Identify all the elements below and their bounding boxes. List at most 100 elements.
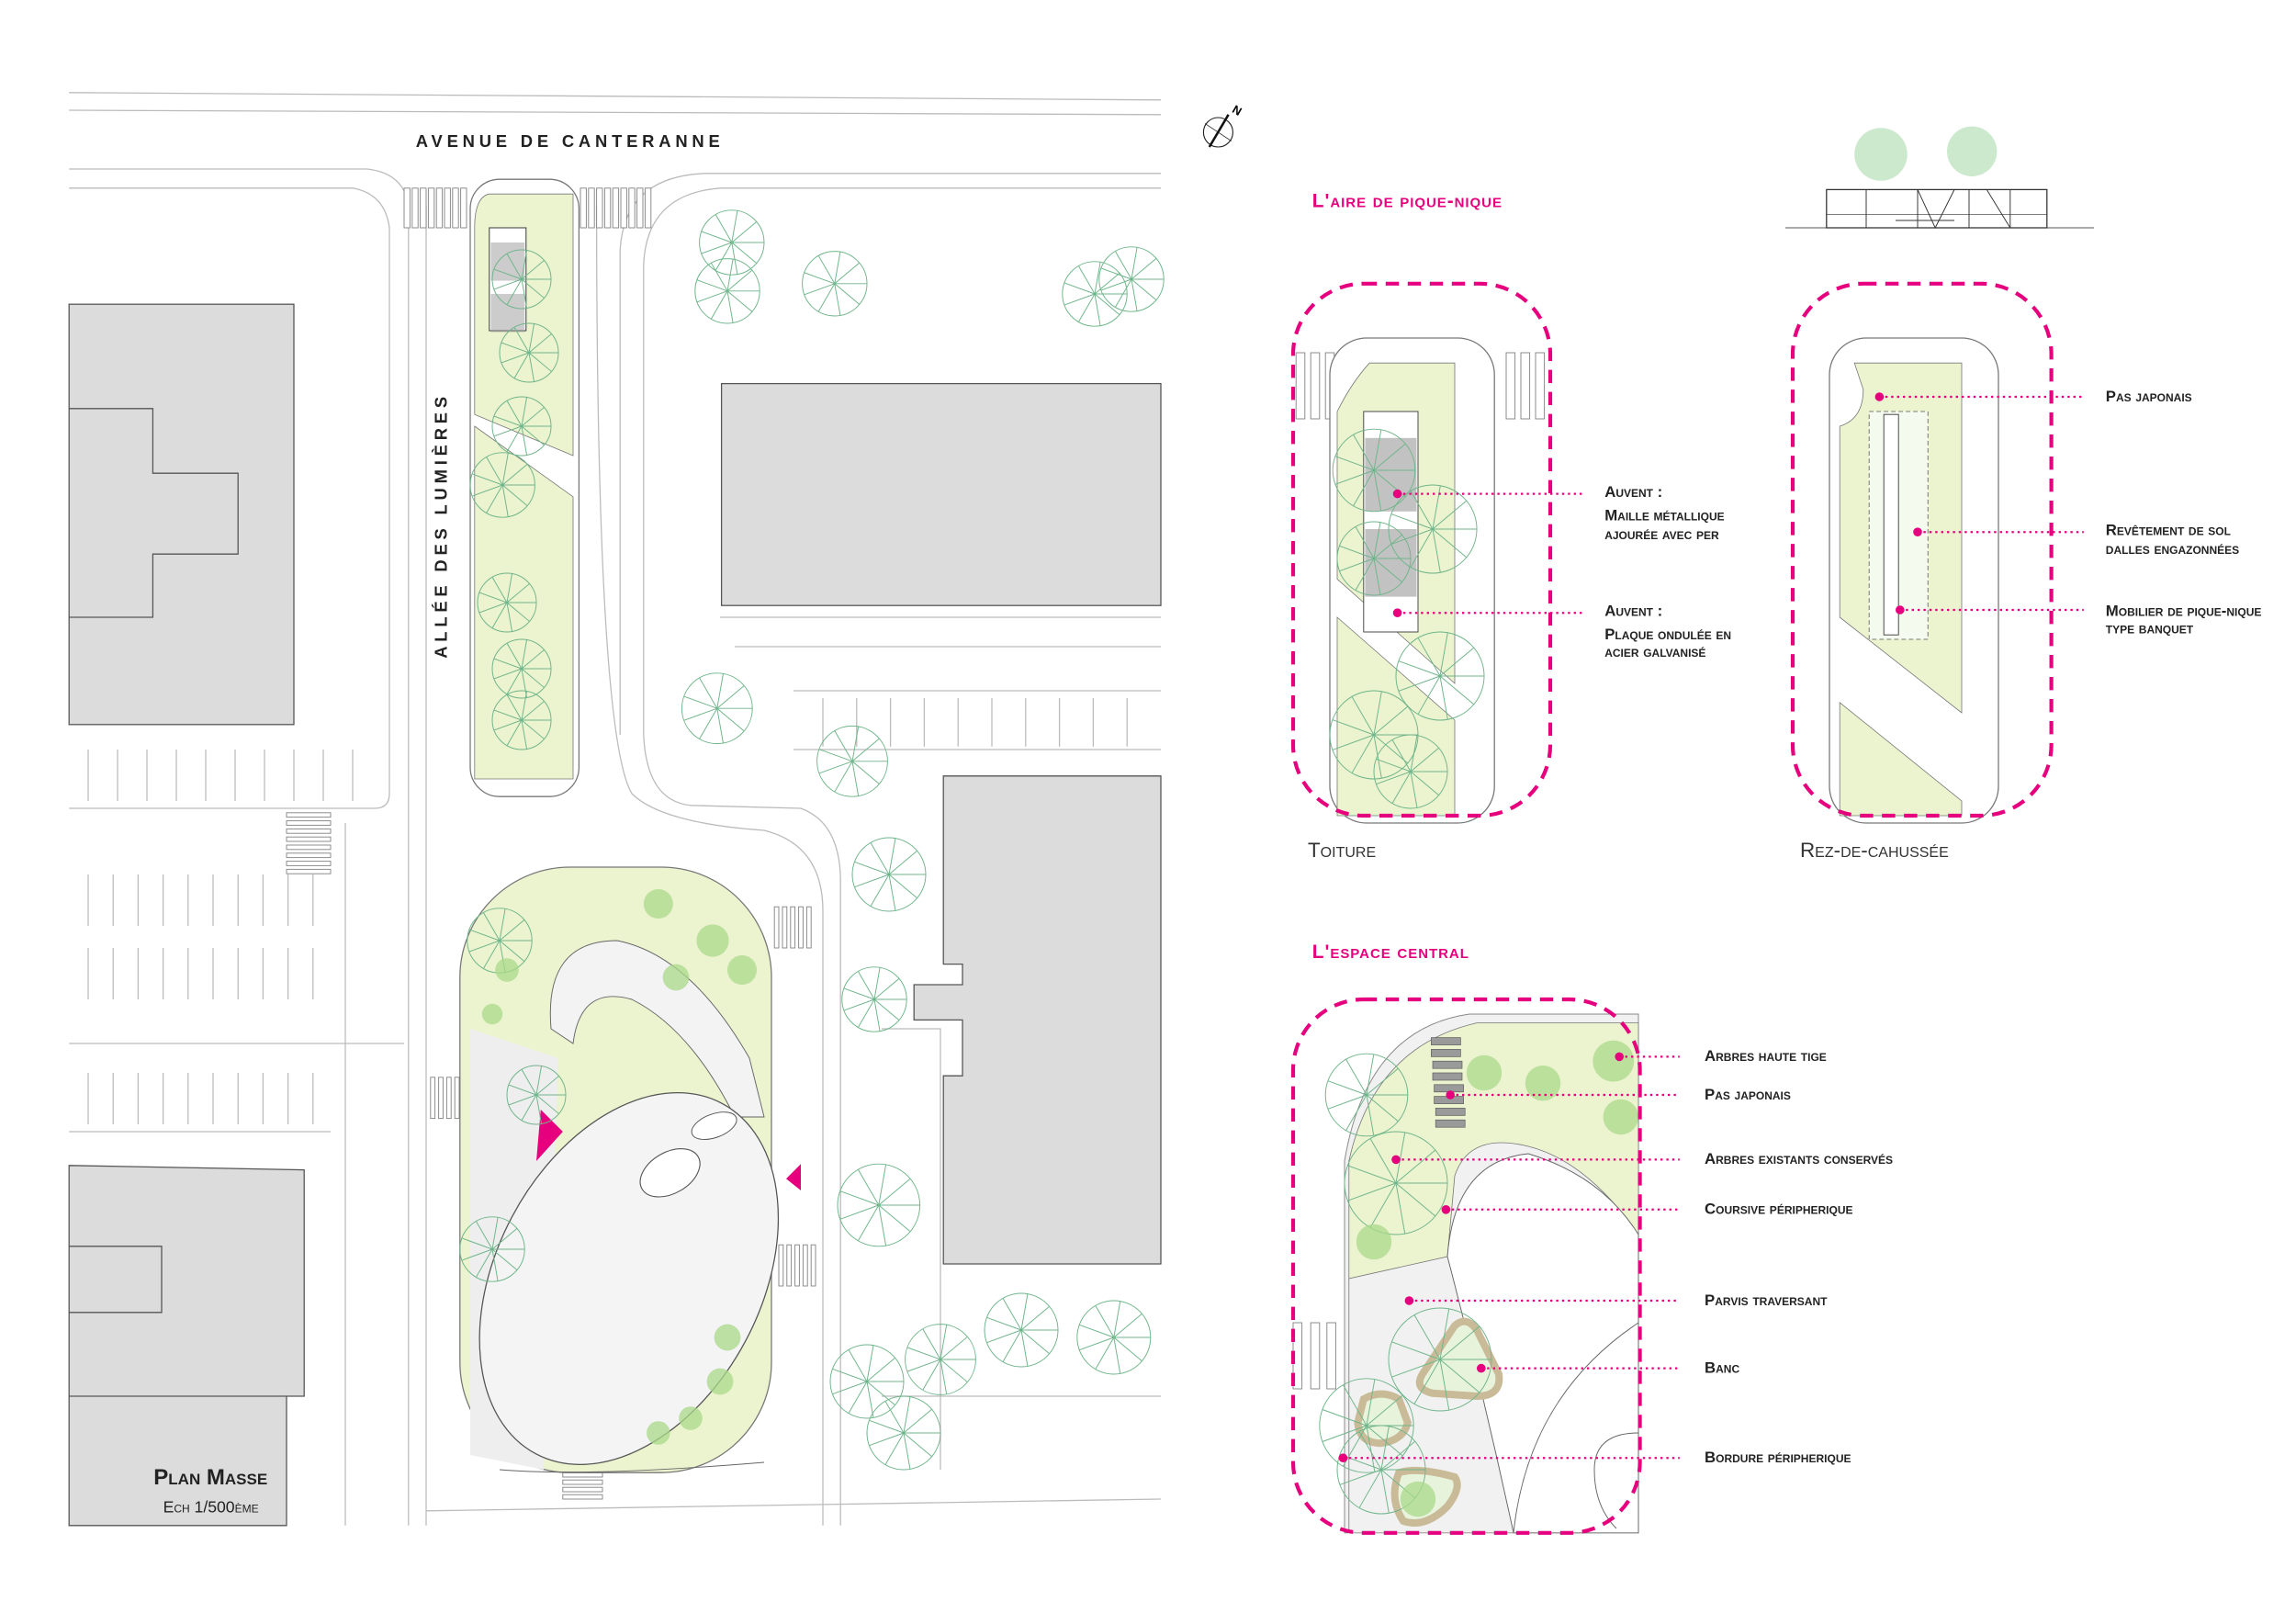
plan-scale: Ech 1/500ème bbox=[163, 1497, 259, 1516]
parking-stalls bbox=[87, 187, 1128, 1500]
ground-callout-paving: Revêtement de sol dalles engazonnées bbox=[1913, 521, 2239, 558]
building-east bbox=[913, 775, 1162, 1265]
tree-icon bbox=[467, 908, 533, 974]
tree-icon bbox=[866, 1395, 941, 1471]
crosswalk-stripe bbox=[420, 187, 427, 229]
crosswalk-stripe bbox=[612, 187, 620, 229]
callout-label: Bordure péripherique bbox=[1705, 1449, 1851, 1466]
central-space-plan bbox=[459, 866, 801, 1473]
crosswalk-stripe bbox=[454, 1077, 460, 1120]
crosswalk-stripe bbox=[786, 1244, 793, 1287]
shrub-icon bbox=[1466, 1054, 1503, 1091]
roof-callout-mesh: Auvent : Maille métallique ajourée avec … bbox=[1392, 483, 1725, 543]
central-title: L'espace central bbox=[1312, 942, 1469, 963]
picnic-title: L'aire de pique-nique bbox=[1312, 191, 1503, 212]
callout-label: Pas japonais bbox=[2106, 388, 2192, 405]
crosswalk-stripe bbox=[411, 187, 419, 229]
shrub-icon bbox=[714, 1324, 741, 1351]
callout-walkway: Coursive péripherique bbox=[1441, 1201, 1853, 1218]
ground-plan bbox=[1829, 337, 1999, 824]
crosswalk-stripe bbox=[778, 1244, 784, 1287]
crosswalk-stripe bbox=[430, 1077, 436, 1120]
crosswalk-stripe bbox=[452, 187, 459, 229]
tree-icon bbox=[1062, 261, 1128, 327]
central-plan-frame bbox=[1290, 997, 1642, 1535]
crosswalk-stripe bbox=[596, 187, 603, 229]
tree-icon bbox=[1098, 246, 1165, 312]
callout-label: Arbres existants conservés bbox=[1705, 1150, 1893, 1167]
tree-icon bbox=[694, 258, 760, 324]
shrub-icon bbox=[495, 958, 519, 982]
central-detail: L'espace central Arbres haute tige Pas j… bbox=[1290, 942, 1893, 1535]
tree-icon bbox=[851, 837, 927, 912]
crosswalk-stripe bbox=[286, 836, 332, 842]
road-lines bbox=[69, 92, 1162, 1526]
tree-icon bbox=[802, 251, 868, 317]
tree-icon bbox=[1388, 1307, 1492, 1412]
crosswalk-stripe bbox=[588, 187, 595, 229]
crosswalk-stripe bbox=[286, 852, 332, 859]
tree-icon bbox=[1076, 1300, 1152, 1375]
tree-icon bbox=[506, 1065, 567, 1125]
roof-trees bbox=[1329, 428, 1485, 809]
site-trees bbox=[459, 209, 1165, 1471]
crosswalk-stripe bbox=[286, 844, 332, 851]
ground-callout-stepping-stones: Pas japonais bbox=[1874, 388, 2192, 405]
central-callouts: Arbres haute tige Pas japonais Arbres ex… bbox=[1338, 1047, 1893, 1466]
callout-label: Mobilier de pique-nique bbox=[2106, 602, 2262, 619]
picnic-detail: L'aire de pique-nique bbox=[1290, 126, 2261, 862]
crosswalk-stripe bbox=[444, 187, 451, 229]
tree-icon bbox=[491, 690, 552, 750]
roof-plan bbox=[1295, 337, 1546, 824]
callout-label: Plaque ondulée en bbox=[1604, 626, 1731, 643]
callout-label: Auvent : bbox=[1604, 602, 1662, 619]
crosswalk-stripe bbox=[562, 1479, 603, 1485]
crosswalk-stripe bbox=[460, 187, 467, 229]
entrance-arrow bbox=[536, 1110, 563, 1161]
picnic-elevation bbox=[1785, 126, 2094, 230]
crosswalk-stripe bbox=[798, 906, 804, 949]
callout-label: Pas japonais bbox=[1705, 1086, 1791, 1103]
crosswalk-stripe bbox=[435, 187, 444, 229]
crosswalk-stripe bbox=[603, 187, 612, 229]
central-detail-plan bbox=[1292, 1013, 1639, 1534]
crosswalk-stripe bbox=[794, 1244, 800, 1287]
ground-callout-furniture: Mobilier de pique-nique type banquet bbox=[1896, 602, 2261, 637]
shrub-icon bbox=[1593, 1040, 1635, 1082]
shrub-icon bbox=[662, 964, 690, 991]
callout-existing-trees: Arbres existants conservés bbox=[1391, 1150, 1893, 1167]
crosswalk-stripe bbox=[286, 812, 332, 818]
crosswalk-stripe bbox=[628, 187, 636, 229]
tree-icon bbox=[699, 209, 765, 276]
crosswalk-stripe bbox=[562, 1472, 603, 1478]
building-northeast bbox=[720, 382, 1162, 606]
building-west bbox=[68, 303, 295, 726]
crosswalk-stripe bbox=[286, 861, 332, 866]
callout-label: acier galvanisé bbox=[1604, 643, 1705, 660]
ground-plan-frame bbox=[1790, 281, 2054, 818]
shrub-icon bbox=[1356, 1224, 1392, 1260]
tree-icon bbox=[491, 249, 552, 310]
callout-label: Revêtement de sol bbox=[2106, 521, 2231, 538]
tree-icon bbox=[1319, 1378, 1414, 1473]
crosswalk-stripe bbox=[445, 1077, 452, 1120]
tree-icon bbox=[681, 672, 753, 745]
shrub-icon bbox=[1400, 1481, 1436, 1517]
ground-caption: Rez-de-cahussée bbox=[1800, 839, 1949, 862]
tree-icon bbox=[1324, 1053, 1409, 1137]
north-arrow-icon: N bbox=[1202, 102, 1244, 148]
callout-forecourt: Parvis traversant bbox=[1404, 1291, 1828, 1309]
crosswalk-stripe bbox=[580, 187, 587, 229]
shrub-icon bbox=[727, 955, 757, 985]
crosswalk-stripe bbox=[562, 1494, 603, 1500]
tree-icon bbox=[984, 1292, 1059, 1368]
crosswalk-stripe bbox=[403, 187, 411, 229]
tree-icon bbox=[841, 966, 907, 1032]
shrub-icon bbox=[1525, 1066, 1561, 1101]
crosswalk-stripe bbox=[810, 1244, 816, 1287]
shrub-icon bbox=[706, 1368, 734, 1395]
shrub-icon bbox=[679, 1406, 703, 1430]
crosswalk-stripe bbox=[562, 1486, 603, 1493]
callout-tall-trees: Arbres haute tige bbox=[1615, 1047, 1827, 1065]
